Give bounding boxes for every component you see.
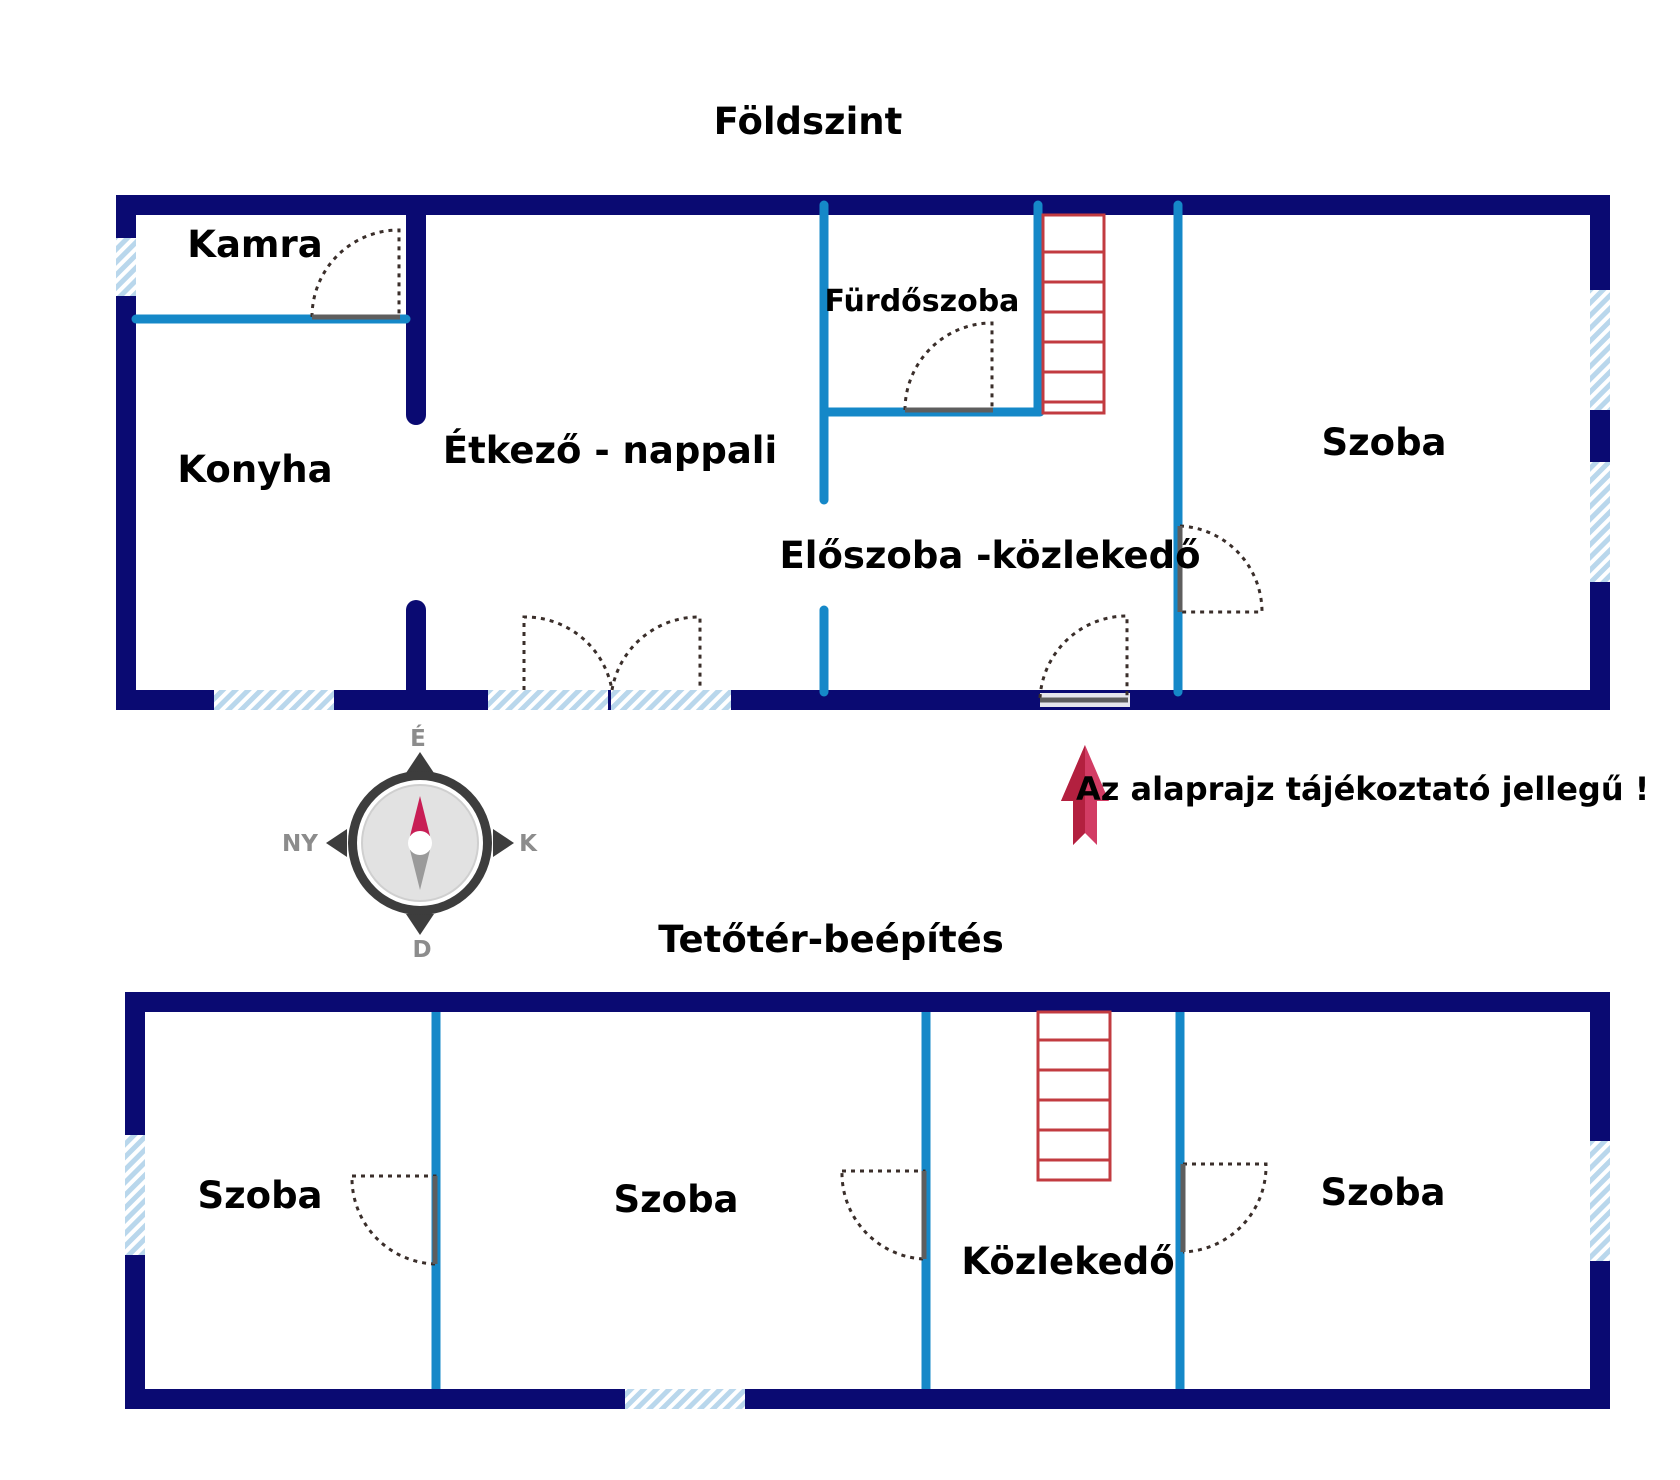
ground-outer-walls — [116, 195, 1610, 710]
entrance-arrow-icon — [1061, 745, 1109, 845]
room-label-eloszoba-kozlekedo: Előszoba -közlekedő — [779, 534, 1200, 577]
attic-floor-plan: Szoba Szoba Közlekedő Szoba — [125, 992, 1610, 1409]
ground-floor-plan: Kamra Konyha Étkező - nappali Fürdőszoba… — [116, 195, 1610, 710]
room-label-kozlekedo: Közlekedő — [961, 1240, 1174, 1283]
room-label-konyha: Konyha — [177, 448, 332, 491]
compass-north-label: É — [410, 724, 426, 752]
ground-inner-walls — [131, 195, 1183, 710]
stairs-icon — [1036, 1010, 1112, 1182]
attic-doors — [350, 1162, 1268, 1266]
room-label-szoba-3: Szoba — [1320, 1171, 1445, 1214]
ground-windows — [116, 238, 1610, 710]
room-label-kamra: Kamra — [187, 223, 322, 266]
room-label-szoba-2: Szoba — [613, 1178, 738, 1221]
disclaimer-note: Az alaprajz tájékoztató jellegű ! — [1076, 770, 1649, 808]
compass-east-label: K — [519, 831, 538, 857]
ground-floor-title: Földszint — [714, 100, 903, 143]
room-label-szoba: Szoba — [1321, 421, 1446, 464]
compass-icon: É D K NY — [282, 724, 538, 963]
stairs-icon — [1041, 213, 1106, 415]
attic-windows — [125, 1135, 1610, 1409]
room-label-etkezo-nappali: Étkező - nappali — [443, 428, 777, 472]
attic-floor-title: Tetőtér-beépítés — [658, 918, 1004, 961]
ground-doors — [310, 228, 1264, 703]
compass-west-label: NY — [282, 831, 318, 857]
room-label-furdoszoba: Fürdőszoba — [825, 284, 1020, 319]
compass-south-label: D — [412, 937, 431, 963]
room-label-szoba-1: Szoba — [197, 1174, 322, 1217]
